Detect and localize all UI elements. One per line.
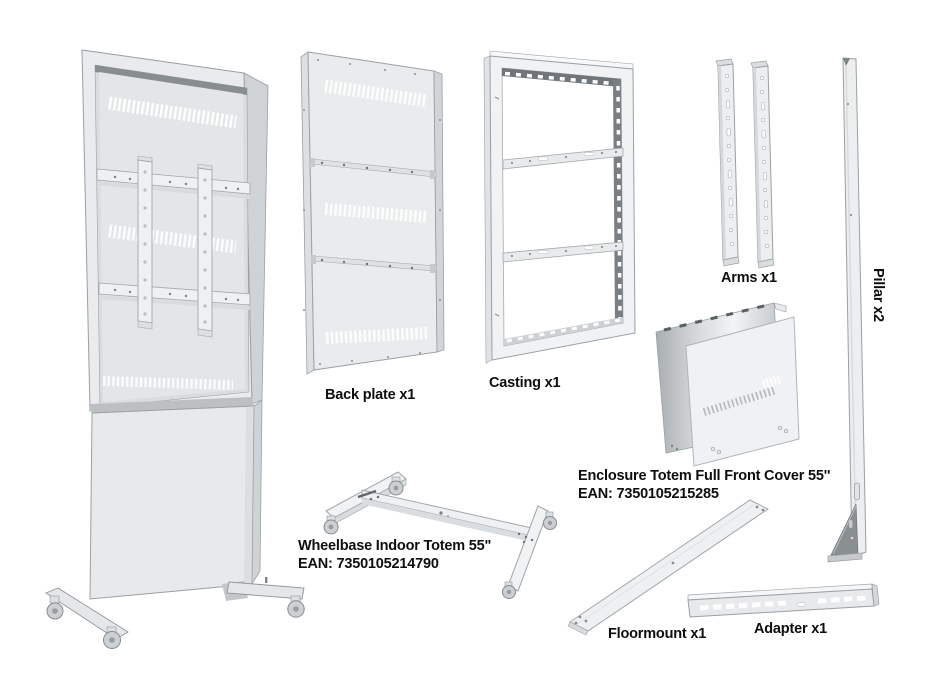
adapter-illustration xyxy=(687,583,880,618)
label-enclosure-cover: Enclosure Totem Full Front Cover 55'' EA… xyxy=(578,468,830,503)
enclosure-cover-name: Enclosure Totem Full Front Cover 55'' xyxy=(578,468,831,484)
wheelbase-illustration xyxy=(323,471,557,599)
enclosure-cover-illustration xyxy=(655,302,800,467)
label-adapter: Adapter x1 xyxy=(754,621,827,637)
floormount-illustration xyxy=(567,499,769,636)
label-arms: Arms x1 xyxy=(721,270,777,286)
label-floormount: Floormount x1 xyxy=(608,626,707,642)
casting-illustration xyxy=(483,50,636,364)
label-pillar: Pillar x2 xyxy=(870,268,886,322)
arms-illustration xyxy=(715,58,775,269)
totem-illustration xyxy=(45,49,305,649)
wheelbase-ean: EAN: 7350105214790 xyxy=(298,555,439,572)
label-casting: Casting x1 xyxy=(489,375,561,391)
wheelbase-name: Wheelbase Indoor Totem 55" xyxy=(298,538,492,554)
enclosure-cover-ean: EAN: 7350105215285 xyxy=(578,485,719,502)
back-plate-illustration xyxy=(300,51,445,375)
label-back-plate: Back plate x1 xyxy=(325,387,416,403)
pillar-illustration xyxy=(827,57,867,563)
label-wheelbase: Wheelbase Indoor Totem 55" EAN: 73501052… xyxy=(298,538,491,573)
